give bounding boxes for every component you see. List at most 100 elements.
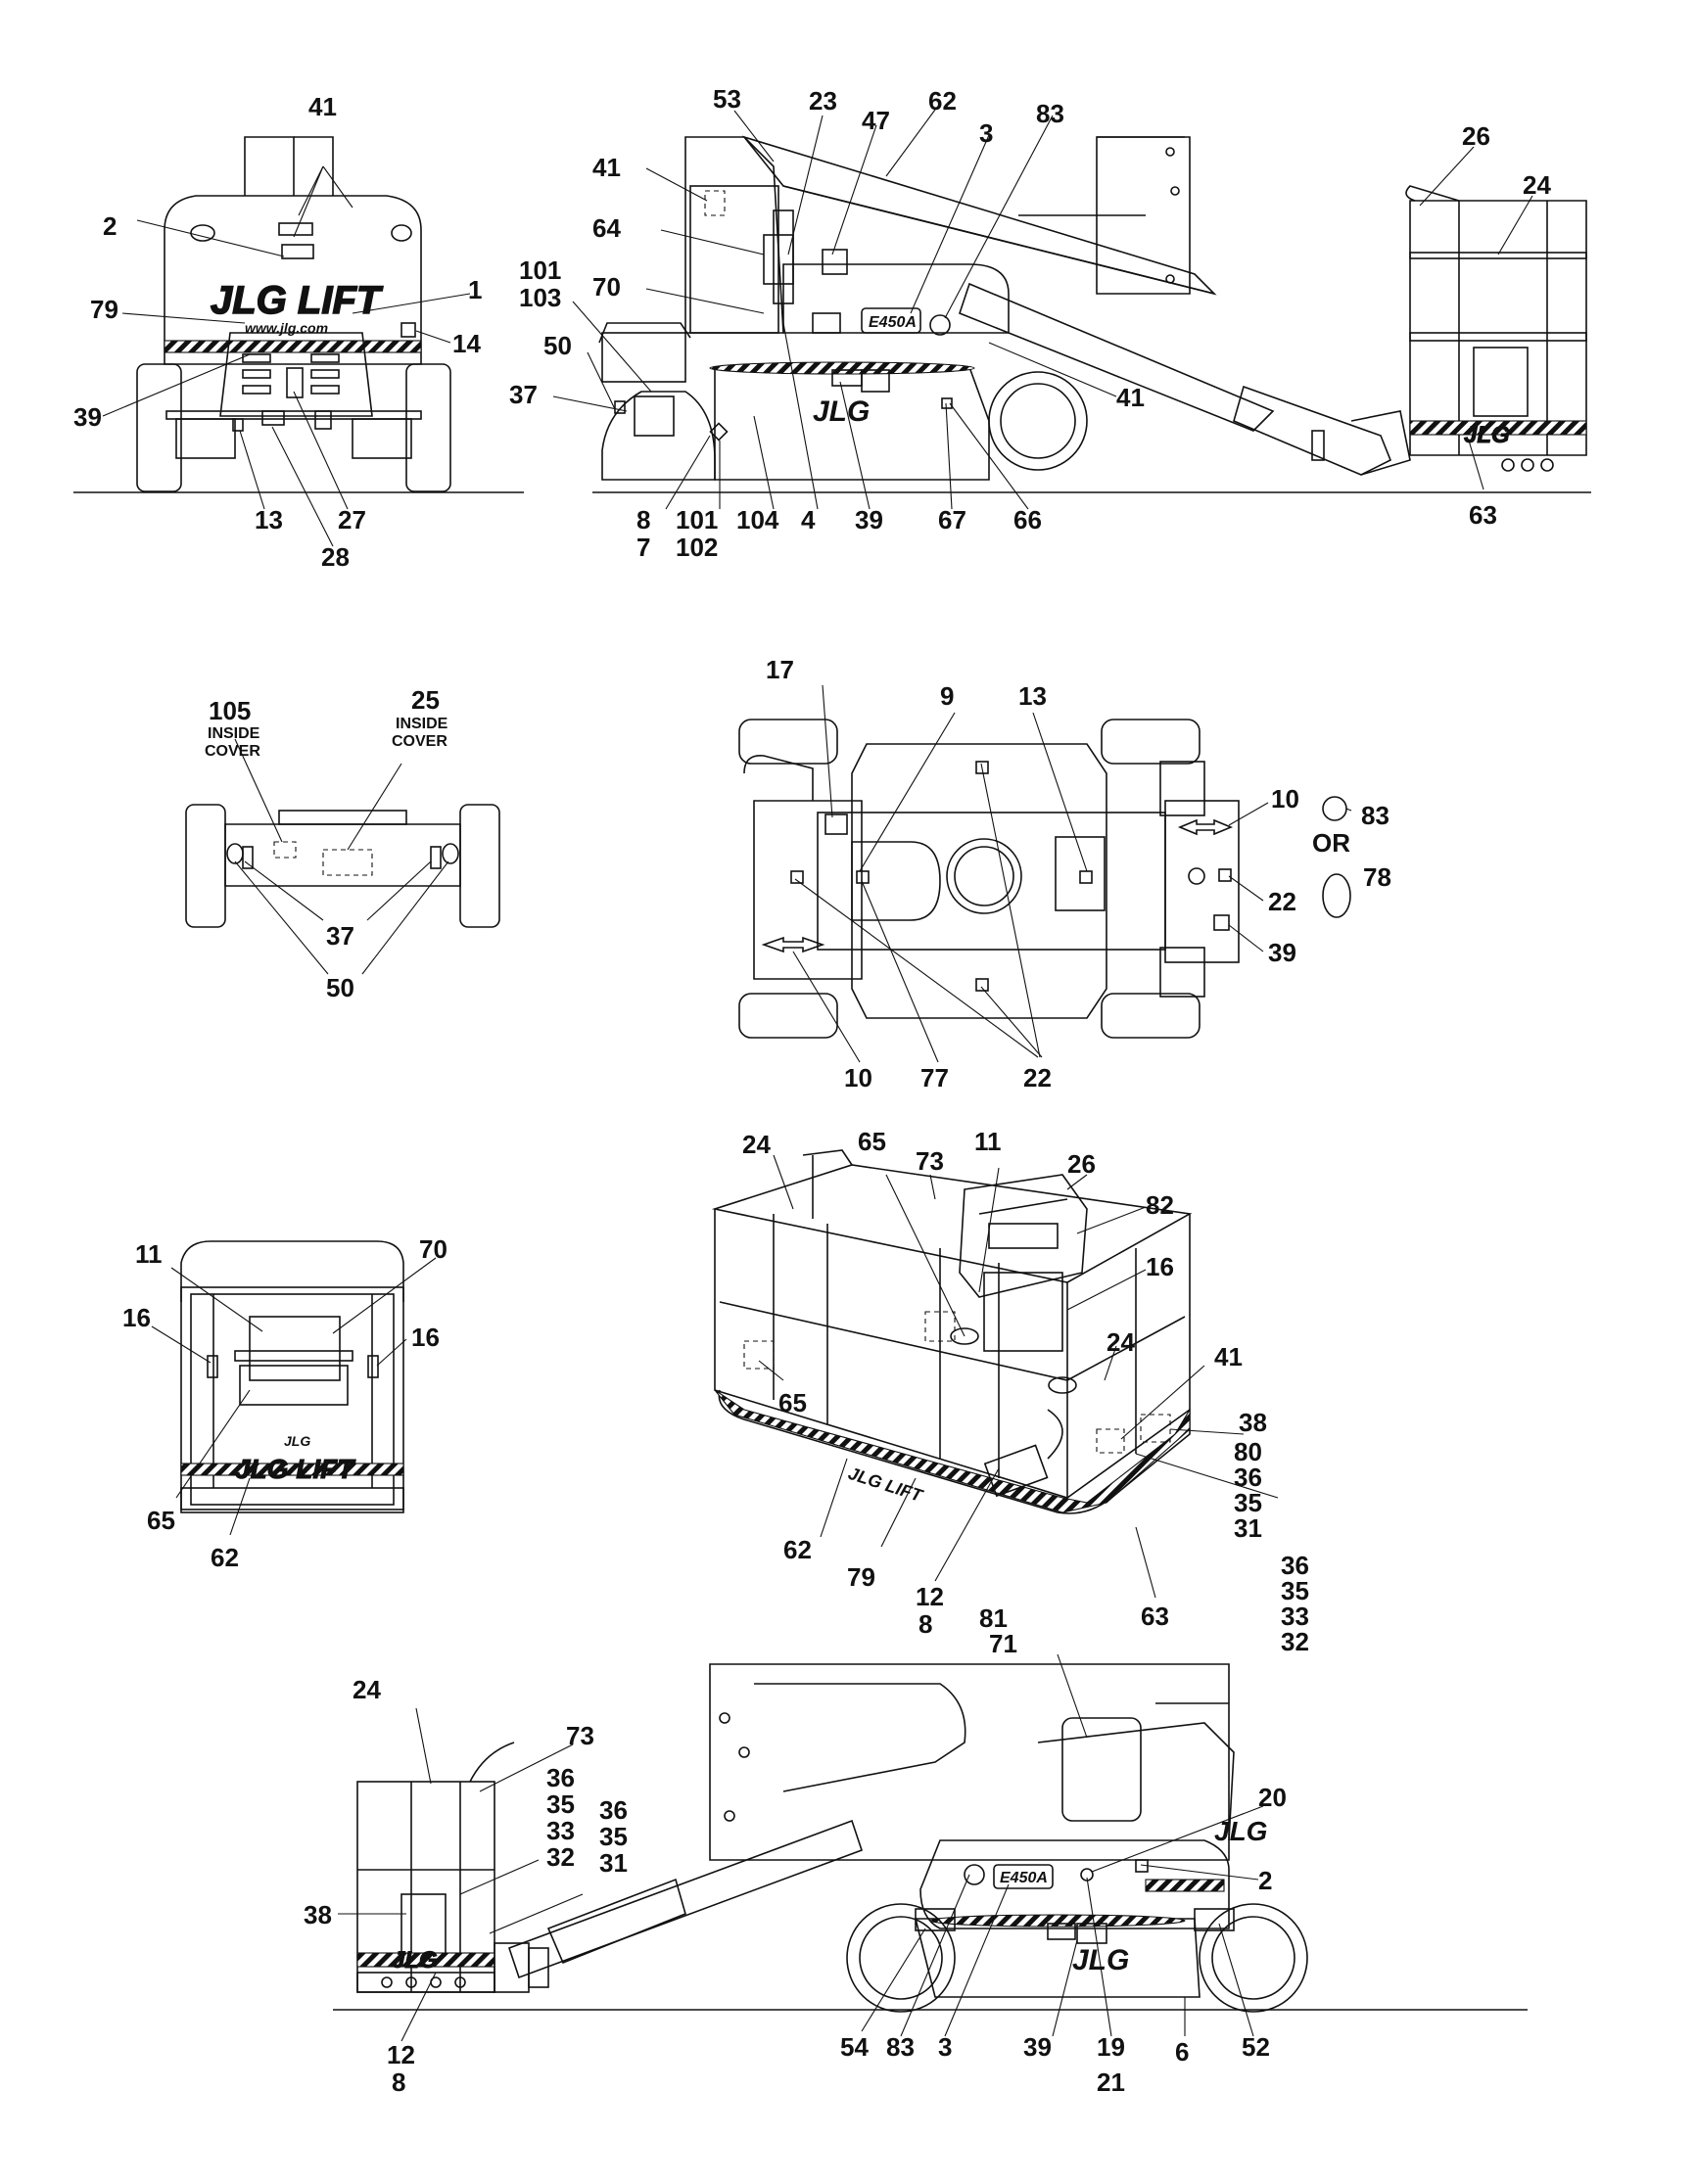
callout-47: 47 — [862, 106, 890, 135]
callout-10-b: 10 — [844, 1063, 872, 1092]
callout-36-b: 36 — [1281, 1551, 1309, 1580]
callout-36: 36 — [1234, 1463, 1262, 1492]
callout-24-b: 24 — [1106, 1327, 1135, 1357]
callout-65-b: 65 — [778, 1388, 807, 1417]
callout-41: 41 — [1214, 1342, 1243, 1371]
right-logo-small: JLG — [1214, 1816, 1267, 1846]
callout-24: 24 — [353, 1675, 381, 1704]
callout-65: 65 — [858, 1127, 886, 1156]
callout-67: 67 — [938, 505, 966, 534]
or-label: OR — [1312, 828, 1350, 858]
callout-23: 23 — [809, 86, 837, 116]
callout-3: 3 — [979, 118, 993, 148]
callout-37: 37 — [326, 921, 354, 951]
callout-17: 17 — [766, 655, 794, 684]
platform-front-view: JLG JLG LIFT 11 70 16 16 65 62 — [122, 1234, 447, 1572]
callout-27: 27 — [338, 505, 366, 534]
callout-39: 39 — [1268, 938, 1296, 967]
front-web: www.jlg.com — [245, 320, 328, 336]
front-view: JLG LIFT www.jlg.com 41 2 1 79 14 39 13 … — [73, 92, 524, 572]
callout-39: 39 — [1023, 2032, 1052, 2062]
callout-24: 24 — [1523, 170, 1551, 200]
note-cover-1: COVER — [205, 743, 260, 760]
callout-35-b: 35 — [599, 1822, 628, 1851]
callout-38: 38 — [1239, 1408, 1267, 1437]
callout-65: 65 — [147, 1506, 175, 1535]
callout-105: 105 — [209, 696, 251, 725]
callout-28: 28 — [321, 542, 350, 572]
callout-26: 26 — [1462, 121, 1490, 151]
callout-79: 79 — [90, 295, 118, 324]
callout-71: 71 — [989, 1629, 1017, 1658]
callout-32: 32 — [546, 1842, 575, 1872]
left-badge: E450A — [869, 314, 917, 331]
callout-64: 64 — [592, 213, 621, 243]
callout-9: 9 — [940, 681, 954, 711]
top-view: 17 9 13 10 83 OR 22 78 39 10 77 22 — [738, 655, 1391, 1092]
platform-iso-view: JLG LIFT 24 65 73 11 26 82 16 24 41 65 3… — [711, 1127, 1309, 1656]
callout-101: 101 — [519, 256, 561, 285]
callout-21: 21 — [1097, 2068, 1125, 2097]
note-cover-2: COVER — [392, 733, 447, 750]
callout-33: 33 — [546, 1816, 575, 1845]
callout-32: 32 — [1281, 1627, 1309, 1656]
callout-10: 10 — [1271, 784, 1299, 813]
callout-70: 70 — [419, 1234, 447, 1264]
callout-13: 13 — [255, 505, 283, 534]
callout-22: 22 — [1268, 887, 1296, 916]
callout-62: 62 — [783, 1535, 812, 1564]
callout-4: 4 — [801, 505, 816, 534]
callout-83: 83 — [1036, 99, 1064, 128]
callout-12: 12 — [916, 1582, 944, 1611]
callout-50: 50 — [543, 331, 572, 360]
callout-31: 31 — [1234, 1513, 1262, 1543]
callout-16: 16 — [122, 1303, 151, 1332]
callout-53: 53 — [713, 84, 741, 114]
callout-54: 54 — [840, 2032, 869, 2062]
callout-11: 11 — [974, 1127, 1002, 1156]
left-side-view: E450A JLG JL — [509, 84, 1591, 562]
callout-78: 78 — [1363, 862, 1391, 892]
right-platform-logo: JLG — [392, 1947, 438, 1974]
callout-22-b: 22 — [1023, 1063, 1052, 1092]
callout-38: 38 — [304, 1900, 332, 1929]
callout-19: 19 — [1097, 2032, 1125, 2062]
callout-3: 3 — [938, 2032, 952, 2062]
callout-20: 20 — [1258, 1783, 1287, 1812]
right-side-view: E450A JLG JLG JLG — [304, 1629, 1528, 2097]
callout-39: 39 — [73, 402, 102, 432]
callout-35-b: 35 — [1281, 1576, 1309, 1605]
left-platform-logo: JLG — [1464, 422, 1510, 448]
callout-103: 103 — [519, 283, 561, 312]
callout-101-b: 101 — [676, 505, 718, 534]
callout-1: 1 — [468, 275, 482, 304]
callout-12: 12 — [387, 2040, 415, 2069]
callout-36: 36 — [546, 1763, 575, 1792]
callout-83: 83 — [886, 2032, 915, 2062]
callout-33: 33 — [1281, 1602, 1309, 1631]
callout-73: 73 — [916, 1146, 944, 1176]
callout-16-b: 16 — [411, 1323, 440, 1352]
callout-26: 26 — [1067, 1149, 1096, 1179]
callout-41: 41 — [592, 153, 621, 182]
callout-102: 102 — [676, 533, 718, 562]
callout-8: 8 — [636, 505, 650, 534]
callout-14: 14 — [452, 329, 481, 358]
callout-8: 8 — [392, 2068, 405, 2097]
callout-52: 52 — [1242, 2032, 1270, 2062]
callout-8: 8 — [918, 1609, 932, 1639]
callout-80: 80 — [1234, 1437, 1262, 1466]
callout-77: 77 — [920, 1063, 949, 1092]
callout-36-b: 36 — [599, 1795, 628, 1825]
right-badge: E450A — [1000, 1870, 1048, 1886]
callout-24: 24 — [742, 1130, 771, 1159]
callout-63: 63 — [1469, 500, 1497, 530]
callout-41-b: 41 — [1116, 383, 1145, 412]
left-logo: JLG — [813, 395, 870, 428]
callout-62: 62 — [928, 86, 957, 116]
callout-39: 39 — [855, 505, 883, 534]
callout-82: 82 — [1146, 1190, 1174, 1220]
callout-16: 16 — [1146, 1252, 1174, 1281]
callout-73: 73 — [566, 1721, 594, 1750]
